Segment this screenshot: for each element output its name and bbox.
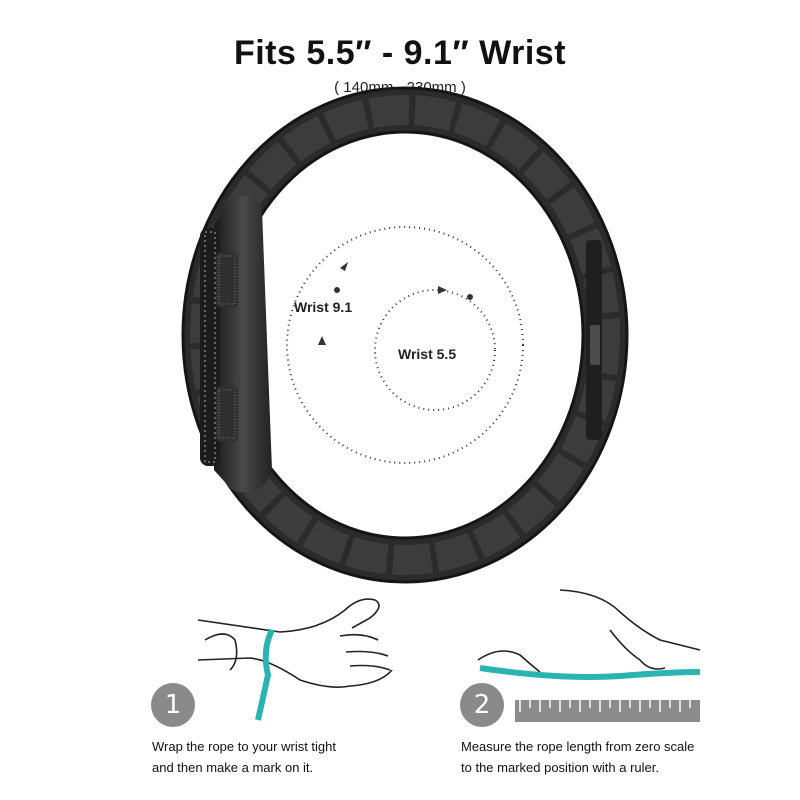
outer-wrist-label: Wrist 9.1 [294,299,353,315]
page-title: Fits 5.5″ - 9.1″ Wrist [233,34,567,72]
step1-wrist-illustration [197,598,393,688]
inner-wrist-label: Wrist 5.5 [398,346,457,362]
step1-rope [255,628,275,721]
deployment-clasp [586,240,602,440]
step2-rope [479,665,701,680]
step1-instructions: Wrap the rope to your wrist tight and th… [152,736,336,778]
step1-badge: 1 [151,683,195,727]
step2-hand-illustration [477,589,701,673]
size-diagram [286,226,524,464]
step2-line1: Measure the rope length from zero scale [461,739,695,754]
step1-line2: and then make a mark on it. [152,760,314,775]
step2-badge: 2 [460,683,504,727]
ruler-illustration [515,700,700,722]
step2-instructions: Measure the rope length from zero scale … [461,736,694,778]
step2-line2: to the marked position with a ruler. [461,760,659,775]
step1-line1: Wrap the rope to your wrist tight [152,739,337,754]
watch-case [200,195,272,493]
